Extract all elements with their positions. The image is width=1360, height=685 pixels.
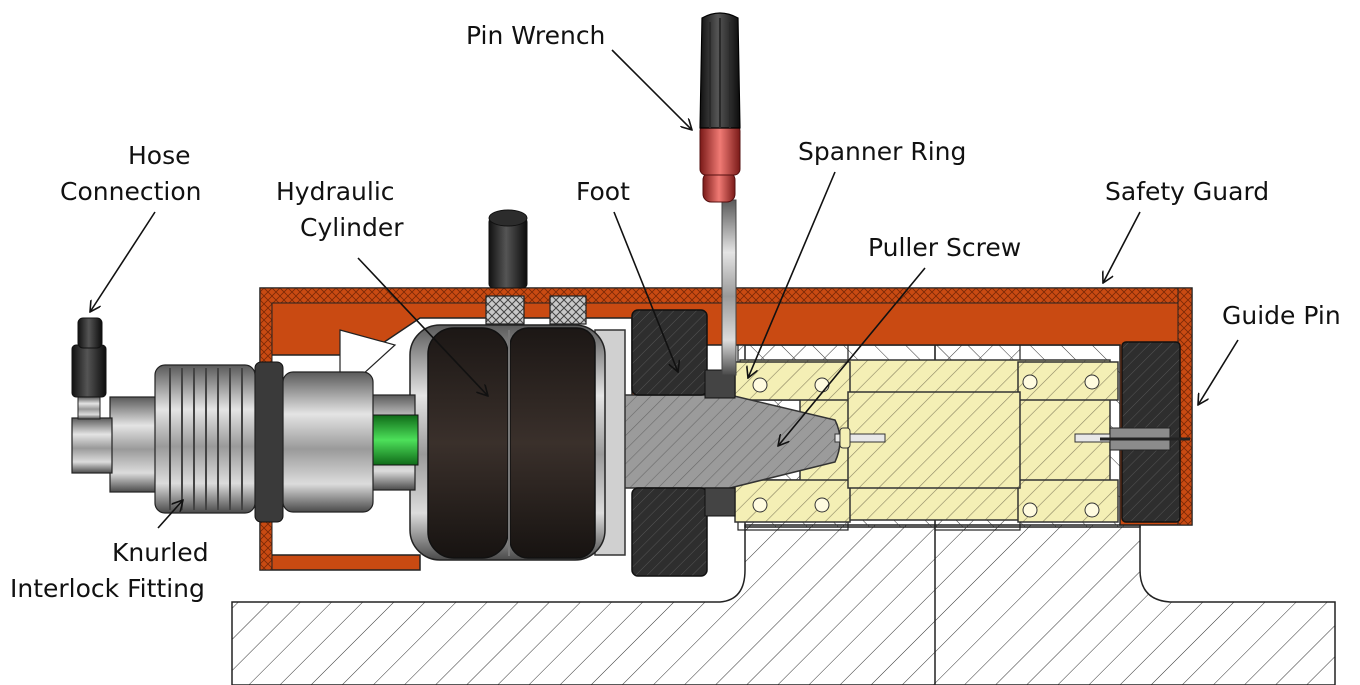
arrow-guide-pin xyxy=(1198,339,1239,405)
arrow-knurled-fitting xyxy=(157,500,183,529)
arrow-hose-connection xyxy=(90,211,156,312)
arrow-safety-guard xyxy=(1103,211,1141,283)
label-hose-connection-line1: Hose xyxy=(128,141,191,170)
label-knurled-fitting-line1: Knurled xyxy=(112,538,209,567)
label-spanner-ring: Spanner Ring xyxy=(798,137,967,166)
label-safety-guard: Safety Guard xyxy=(1105,177,1270,206)
seal-block-left xyxy=(485,295,525,325)
arrow-spanner-ring xyxy=(748,171,836,378)
label-hydraulic-cylinder-line1: Hydraulic xyxy=(276,177,395,206)
arrow-pin-wrench xyxy=(611,49,692,130)
knurled-fitting xyxy=(71,364,256,514)
guide-pin-block xyxy=(1100,341,1190,523)
puller-screw-assembly xyxy=(734,359,1119,523)
seal-block-right xyxy=(549,295,587,325)
label-pin-wrench: Pin Wrench xyxy=(466,21,606,50)
label-guide-pin: Guide Pin xyxy=(1222,301,1341,330)
label-puller-screw: Puller Screw xyxy=(868,233,1022,262)
arrow-hydraulic-cylinder xyxy=(357,257,488,396)
label-hydraulic-cylinder-line2: Cylinder xyxy=(300,213,404,242)
label-knurled-fitting-line2: Interlock Fitting xyxy=(10,574,205,603)
pin-wrench xyxy=(699,12,741,376)
arrow-foot xyxy=(613,211,678,372)
label-foot: Foot xyxy=(576,177,630,206)
label-hose-connection-line2: Connection xyxy=(60,177,202,206)
arrow-puller-screw xyxy=(778,267,926,446)
hydraulic-cylinder xyxy=(409,324,626,561)
hose-nipple xyxy=(71,317,107,420)
left-coupling xyxy=(254,361,419,523)
callout-arrows xyxy=(90,49,1239,529)
top-knob xyxy=(488,209,528,289)
